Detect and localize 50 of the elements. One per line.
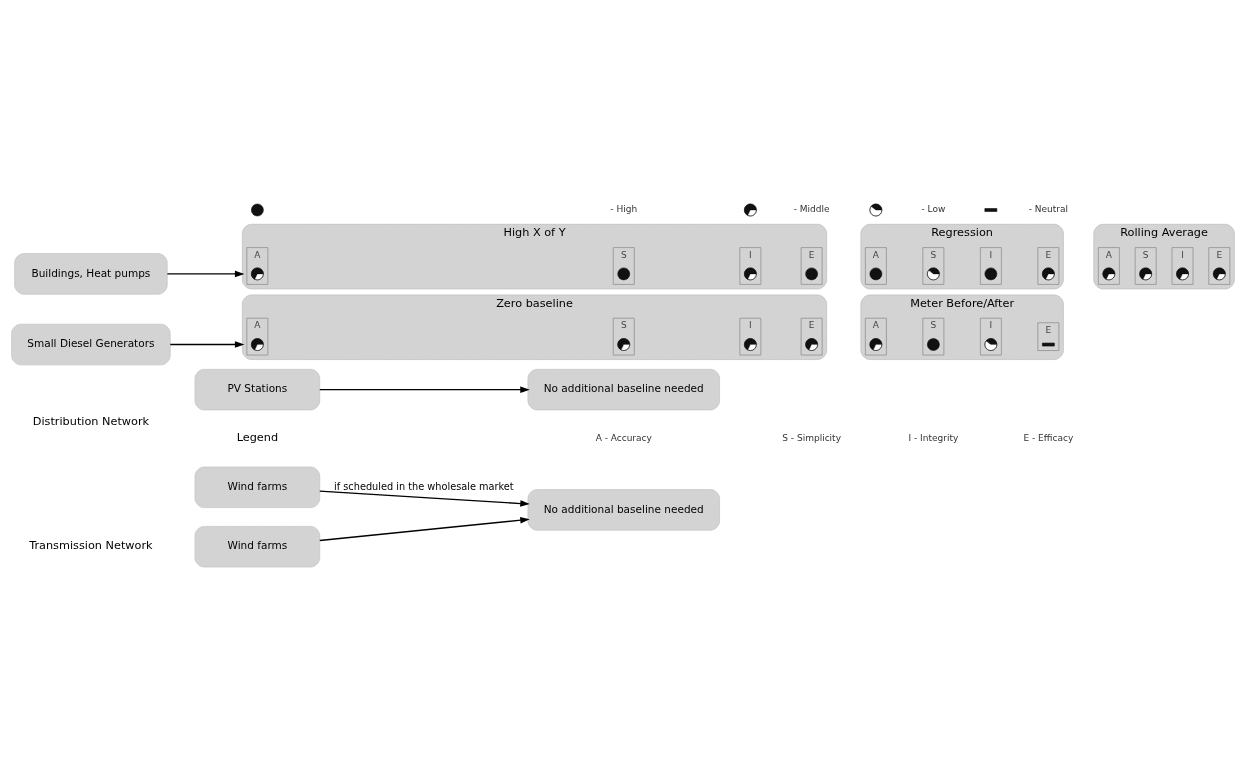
label: Transmission Network — [29, 539, 153, 553]
arrow — [319, 386, 530, 393]
node-box: Small Diesel Generators — [11, 323, 171, 366]
legend-label: - Middle — [793, 204, 830, 215]
cluster: E — [1037, 322, 1060, 351]
legend-label: A - Accuracy — [595, 432, 652, 443]
legend-label: - Low — [921, 204, 946, 215]
node-circle — [869, 267, 883, 281]
label: Legend — [236, 431, 279, 445]
cluster: I — [1171, 247, 1194, 285]
node-circle — [805, 267, 818, 281]
legend-label: - Neutral — [1028, 204, 1069, 215]
cluster: I — [739, 317, 762, 356]
cluster: S — [612, 247, 635, 285]
legend-label: S - Simplicity — [782, 432, 841, 443]
arrow — [169, 341, 245, 348]
node-box: No additional baseline needed — [527, 489, 720, 531]
node-dash — [1042, 342, 1055, 347]
legend-label: E - Efficacy — [1023, 432, 1074, 443]
cluster: A — [246, 317, 269, 356]
cluster: S — [922, 317, 945, 356]
cluster: S — [922, 247, 945, 285]
cluster: A — [865, 317, 887, 356]
cluster: I — [979, 247, 1002, 285]
arrow — [319, 516, 530, 542]
cluster: S — [612, 317, 635, 356]
node-box: PV Stations — [194, 368, 321, 411]
arrow — [319, 490, 530, 507]
cluster: A — [1097, 247, 1120, 285]
cluster: I — [979, 317, 1002, 356]
node-box: No additional baseline needed — [527, 368, 720, 411]
cluster: E — [800, 247, 823, 285]
legend-label: I - Integrity — [908, 432, 959, 443]
node-box: Buildings, Heat pumps — [14, 253, 168, 295]
node-box: Wind farms — [194, 526, 321, 568]
node-circle — [617, 267, 631, 281]
cluster: S — [1134, 247, 1157, 285]
cluster: I — [739, 247, 762, 285]
cluster: E — [800, 317, 823, 356]
arrow — [166, 270, 245, 278]
label: Distribution Network — [32, 414, 150, 428]
cluster: E — [1208, 247, 1231, 285]
cluster: E — [1037, 247, 1060, 285]
node-circle — [984, 267, 998, 281]
edge-label: if scheduled in the wholesale market — [334, 480, 514, 492]
node-box: Wind farms — [194, 466, 321, 508]
node-circle — [927, 338, 940, 351]
cluster: A — [865, 247, 887, 285]
cluster: A — [246, 247, 269, 285]
legend-label: - High — [610, 204, 638, 215]
